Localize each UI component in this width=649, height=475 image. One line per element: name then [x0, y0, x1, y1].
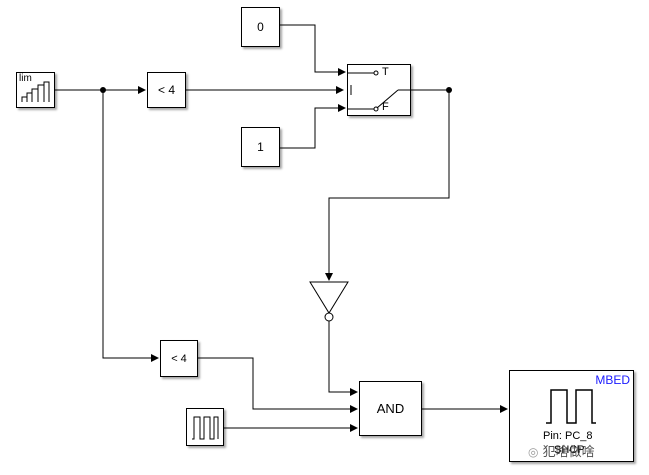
watermark-text: 犯啥做啥 [542, 445, 595, 460]
compare-to-constant-bottom[interactable]: < 4 [160, 340, 198, 377]
signal-line-zero-to-switch [280, 24, 346, 76]
signal-line-switch-out [325, 89, 450, 281]
switch-block[interactable]: T F [347, 64, 411, 116]
constant-one-value: 1 [257, 140, 264, 154]
watermark: ◎ 犯啥做啥 [528, 441, 595, 460]
pulse-icon [192, 416, 219, 440]
branch-point-right [446, 87, 452, 93]
constant-block-zero[interactable]: 0 [241, 7, 280, 47]
pulse-wave-icon [546, 389, 596, 424]
pulse-generator-block[interactable] [186, 408, 224, 446]
staircase-icon [21, 81, 50, 102]
compare-bottom-label: < 4 [171, 352, 187, 365]
mbed-digital-out-block[interactable]: MBED Pin: PC_8 SHCP [509, 370, 634, 462]
constant-zero-value: 0 [257, 20, 264, 34]
compare-top-label: < 4 [157, 83, 175, 97]
mbed-block-name: SHCP [554, 444, 585, 456]
mbed-pin-text: Pin: PC_8 [543, 430, 593, 442]
repeating-sequence-label: lim [19, 73, 32, 84]
signal-line-one-to-switch [280, 104, 346, 149]
mbed-title: MBED [595, 373, 630, 387]
signal-line-compare-bottom-to-and [198, 357, 358, 413]
switch-true-label: T [382, 66, 389, 78]
compare-to-constant-top[interactable]: < 4 [147, 72, 186, 108]
and-label: AND [376, 401, 405, 416]
repeating-sequence-block[interactable]: lim [16, 72, 55, 108]
logical-and-block[interactable]: AND [359, 381, 422, 436]
signal-line-branch-down [102, 90, 159, 362]
switch-icon [348, 70, 410, 112]
switch-false-label: F [382, 101, 389, 113]
not-gate-bubble [324, 312, 334, 322]
constant-block-one[interactable]: 1 [241, 127, 280, 167]
not-gate-block[interactable] [309, 281, 349, 314]
branch-point-left [100, 87, 106, 93]
signal-line-not-to-and [328, 321, 358, 396]
watermark-icon: ◎ [528, 445, 539, 459]
